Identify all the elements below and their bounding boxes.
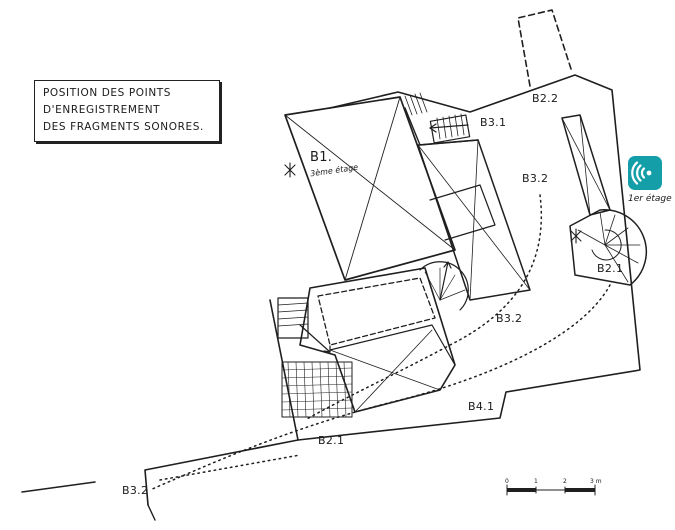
scale-tick-0: 0 — [505, 478, 509, 485]
label-b22: B2.2 — [532, 92, 559, 105]
spiral-stair-b21 — [569, 209, 647, 286]
marker-star-b1 — [284, 162, 296, 178]
arrow-left — [299, 324, 331, 353]
label-b31: B3.1 — [480, 116, 507, 129]
label-b21-right: B2.1 — [597, 262, 624, 275]
label-b41: B4.1 — [468, 400, 495, 413]
recording-path-upper — [304, 194, 543, 421]
building-lower — [299, 267, 456, 413]
b1-diagonal-2 — [344, 96, 401, 281]
building-b1 — [284, 96, 456, 281]
scale-bar — [506, 484, 596, 496]
legend-line-3: DES FRAGMENTS SONORES. — [43, 121, 204, 133]
arrow-b31 — [429, 123, 469, 133]
scale-tick-2: 2 — [563, 478, 567, 485]
label-b32-top: B3.2 — [522, 172, 549, 185]
building-b22 — [561, 114, 611, 216]
legend-box: POSITION DES POINTS D'ENREGISTREMENT DES… — [34, 80, 220, 142]
b1-diagonal-1 — [284, 114, 456, 251]
label-b21-floor: 1er étage — [628, 194, 672, 204]
stair-b31 — [429, 114, 471, 144]
scale-tick-3: 3 m — [590, 478, 602, 485]
label-b32-bottom: B3.2 — [122, 484, 149, 497]
outer-wall-north-east — [144, 74, 641, 506]
scale-tick-1: 1 — [534, 478, 538, 485]
recording-path-lower — [149, 284, 611, 491]
street-edge — [21, 481, 96, 493]
dashed-inner-room — [317, 277, 436, 346]
arrow-mid — [439, 261, 452, 301]
sound-waves-icon[interactable] — [628, 156, 662, 190]
recording-path-bottom — [159, 454, 301, 481]
label-b1: B1. — [310, 150, 333, 165]
dashed-annex — [517, 9, 573, 87]
stair-left — [277, 297, 309, 339]
label-b21-bottom: B2.1 — [318, 434, 345, 447]
label-b32-mid: B3.2 — [496, 312, 523, 325]
street-lower-edge — [147, 504, 156, 521]
hatched-court — [281, 361, 353, 418]
sound-waves-glyph — [631, 161, 652, 185]
marker-star-b21 — [570, 228, 582, 244]
legend-line-2: D'ENREGISTREMENT — [43, 104, 161, 116]
legend-line-1: POSITION DES POINTS — [43, 87, 172, 99]
